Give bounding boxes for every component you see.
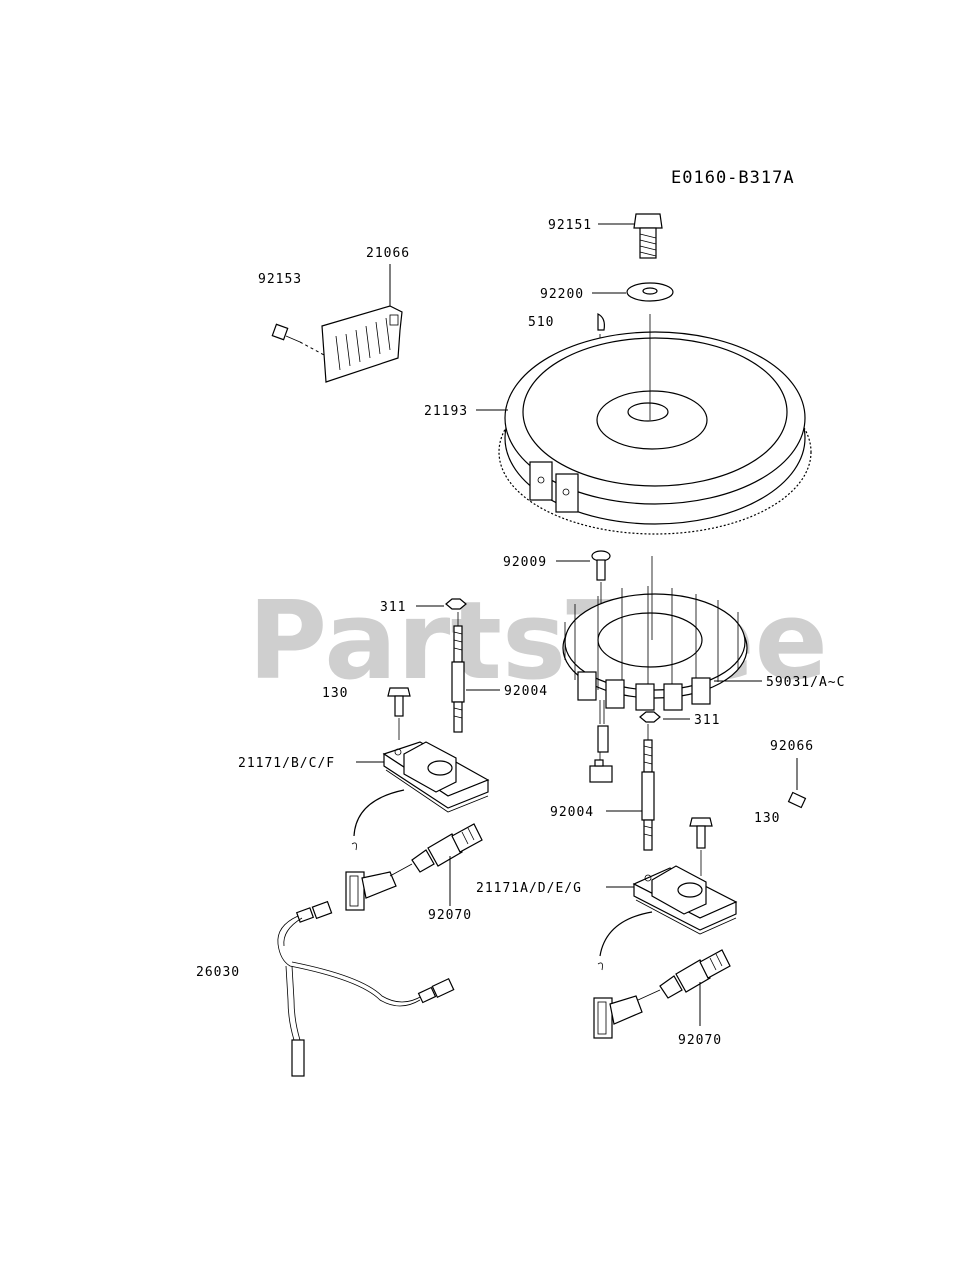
flywheel-21193-part[interactable] <box>498 331 812 535</box>
label-21193: 21193 <box>424 404 468 419</box>
screw-92153-part[interactable] <box>271 323 301 343</box>
bolt-92151-part[interactable] <box>633 213 663 259</box>
plug-cap-right-part[interactable] <box>593 995 643 1039</box>
wire-harness-26030-part[interactable] <box>277 900 455 1077</box>
label-311-right: 311 <box>694 713 720 728</box>
ignition-coil-left-part[interactable] <box>382 741 490 813</box>
label-92153: 92153 <box>258 272 302 287</box>
stator-59031-part[interactable] <box>562 586 748 724</box>
nut-311-left-part[interactable] <box>445 598 467 610</box>
label-21066: 21066 <box>366 246 410 261</box>
label-92151: 92151 <box>548 218 592 233</box>
label-59031: 59031/A~C <box>766 675 845 690</box>
label-130-left: 130 <box>322 686 348 701</box>
label-510: 510 <box>528 315 554 330</box>
stator-connector-part[interactable] <box>589 725 613 783</box>
plug-cap-left-part[interactable] <box>345 871 397 911</box>
bolt-130-right-part[interactable] <box>689 817 713 849</box>
label-92004-left: 92004 <box>504 684 548 699</box>
label-92200: 92200 <box>540 287 584 302</box>
label-92009: 92009 <box>503 555 547 570</box>
label-92070-right: 92070 <box>678 1033 722 1048</box>
bolt-130-left-part[interactable] <box>387 687 411 717</box>
spark-plug-right-part[interactable] <box>659 949 731 999</box>
label-21171-left: 21171/B/C/F <box>238 756 335 771</box>
bolt-92009-part[interactable] <box>591 550 611 581</box>
stud-92004-right-part[interactable] <box>641 739 655 851</box>
label-92070-left: 92070 <box>428 908 472 923</box>
key-510-part[interactable] <box>597 313 605 331</box>
label-92066: 92066 <box>770 739 814 754</box>
nut-92066-part[interactable] <box>787 791 807 809</box>
diagram-code: E0160-B317A <box>671 168 795 188</box>
label-311-left: 311 <box>380 600 406 615</box>
label-21171-right: 21171A/D/E/G <box>476 881 582 896</box>
label-130-right: 130 <box>754 811 780 826</box>
label-92004-right: 92004 <box>550 805 594 820</box>
stud-92004-left-part[interactable] <box>451 625 465 733</box>
label-26030: 26030 <box>196 965 240 980</box>
regulator-21066-part[interactable] <box>321 305 403 383</box>
washer-92200-part[interactable] <box>626 282 674 302</box>
nut-311-right-part[interactable] <box>639 711 661 723</box>
spark-plug-left-part[interactable] <box>411 823 483 873</box>
ignition-coil-right-part[interactable] <box>632 865 738 935</box>
